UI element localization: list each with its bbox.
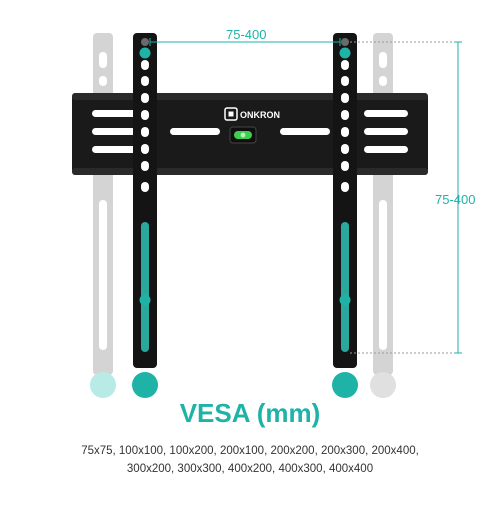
vertical-dimension-label: 75-400	[435, 192, 476, 207]
vesa-format-line: 75x75, 100x100, 100x200, 200x100, 200x20…	[81, 445, 419, 457]
mount-arm-right	[332, 33, 358, 398]
brand-logo-text: ONKRON	[240, 110, 280, 120]
bubble-level-icon	[229, 126, 257, 144]
ghost-arm-right	[370, 33, 396, 398]
horizontal-dimension-line	[149, 38, 341, 46]
ghost-arm-left	[90, 33, 116, 398]
horizontal-dimension-label: 75-400	[226, 27, 267, 42]
mount-arm-left	[132, 33, 158, 398]
vertical-dimension-line	[350, 41, 462, 354]
vesa-format-list: 75x75, 100x100, 100x200, 200x100, 200x20…	[20, 442, 480, 478]
onkron-logo-icon	[224, 107, 238, 121]
vesa-format-line: 300x200, 300x300, 400x200, 400x300, 400x…	[126, 463, 374, 475]
vesa-title: VESA (mm)	[179, 398, 321, 428]
